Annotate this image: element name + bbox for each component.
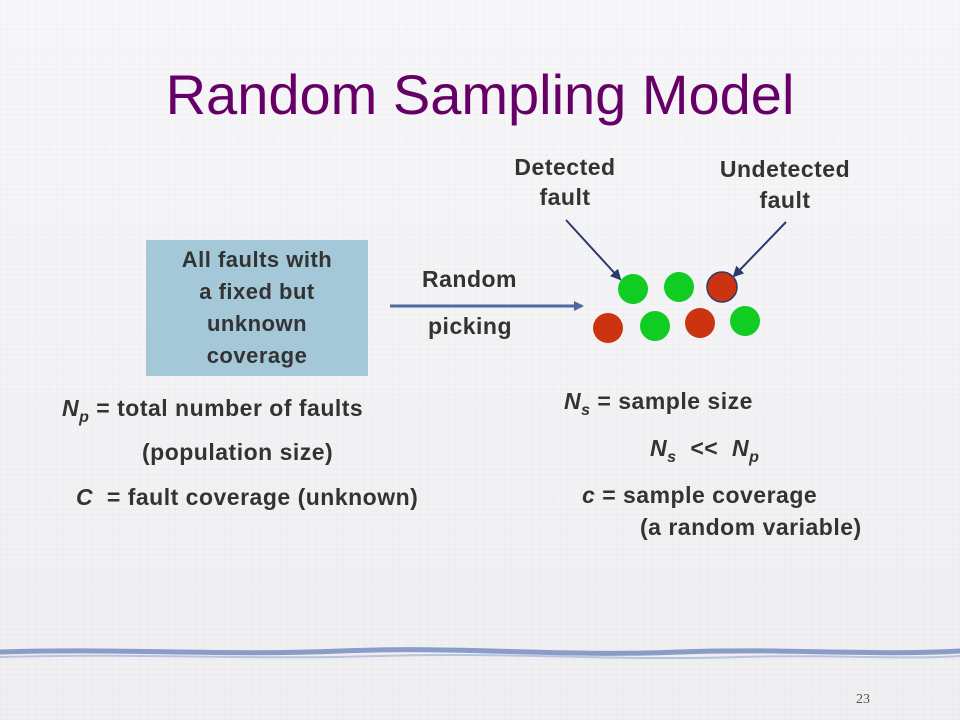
undetected-fault-dot (593, 313, 623, 343)
detected-fault-dot (730, 306, 760, 336)
relation-operator: << (690, 435, 719, 461)
population-box-line4: coverage (206, 343, 308, 368)
random-picking-line1: Random (422, 266, 517, 292)
ns-definition-text: = sample size (597, 388, 753, 414)
relation-lhs-symbol: N (650, 435, 668, 461)
population-box-line2: a fixed but (199, 279, 315, 304)
np-subscript: p (79, 409, 90, 426)
detected-fault-line1: Detected (514, 154, 616, 180)
relation-rhs-subscript: p (749, 449, 760, 466)
population-box-line3: unknown (206, 311, 308, 336)
decorative-wave-line-shadow (0, 653, 960, 660)
slide-title: Random Sampling Model (165, 63, 795, 126)
sample-coverage-text: = sample coverage (602, 482, 818, 508)
undetected-callout-arrow (732, 221, 787, 278)
undetected-fault-label: Undetected fault (692, 154, 878, 216)
slide-number: 23 (856, 692, 870, 707)
c-definition: C = fault coverage (unknown) (76, 484, 418, 511)
detected-fault-dot (640, 311, 670, 341)
random-picking-line2: picking (428, 313, 513, 339)
np-definition-text: = total number of faults (96, 395, 364, 421)
sample-relation: Ns << Np (650, 435, 759, 467)
detected-fault-dot (664, 272, 694, 302)
detected-fault-label: Detected fault (488, 152, 642, 212)
sample-coverage-definition: c = sample coverage (582, 482, 817, 509)
ns-symbol: N (564, 388, 582, 414)
ns-subscript: s (581, 402, 591, 419)
detected-fault-line2: fault (539, 184, 591, 210)
detected-callout-arrow (565, 219, 622, 281)
np-symbol: N (62, 395, 80, 421)
undetected-fault-line2: fault (759, 187, 811, 213)
c-definition-text: = fault coverage (unknown) (106, 484, 419, 510)
random-variable-note: (a random variable) (640, 514, 862, 540)
relation-lhs-subscript: s (667, 449, 677, 466)
undetected-fault-dot (706, 271, 738, 303)
ns-definition: Ns = sample size (564, 388, 753, 420)
sample-coverage-symbol: c (582, 482, 596, 508)
population-box: All faults with a fixed but unknown cove… (146, 240, 368, 376)
detected-fault-dot (618, 274, 648, 304)
np-definition: Np = total number of faults (62, 395, 363, 427)
undetected-fault-line1: Undetected (719, 156, 851, 182)
c-symbol: C (76, 484, 94, 510)
decorative-wave-line (0, 647, 960, 656)
population-size-note: (population size) (142, 439, 334, 465)
relation-rhs-symbol: N (731, 435, 750, 461)
undetected-fault-dot (685, 308, 715, 338)
population-box-line1: All faults with (181, 247, 333, 272)
